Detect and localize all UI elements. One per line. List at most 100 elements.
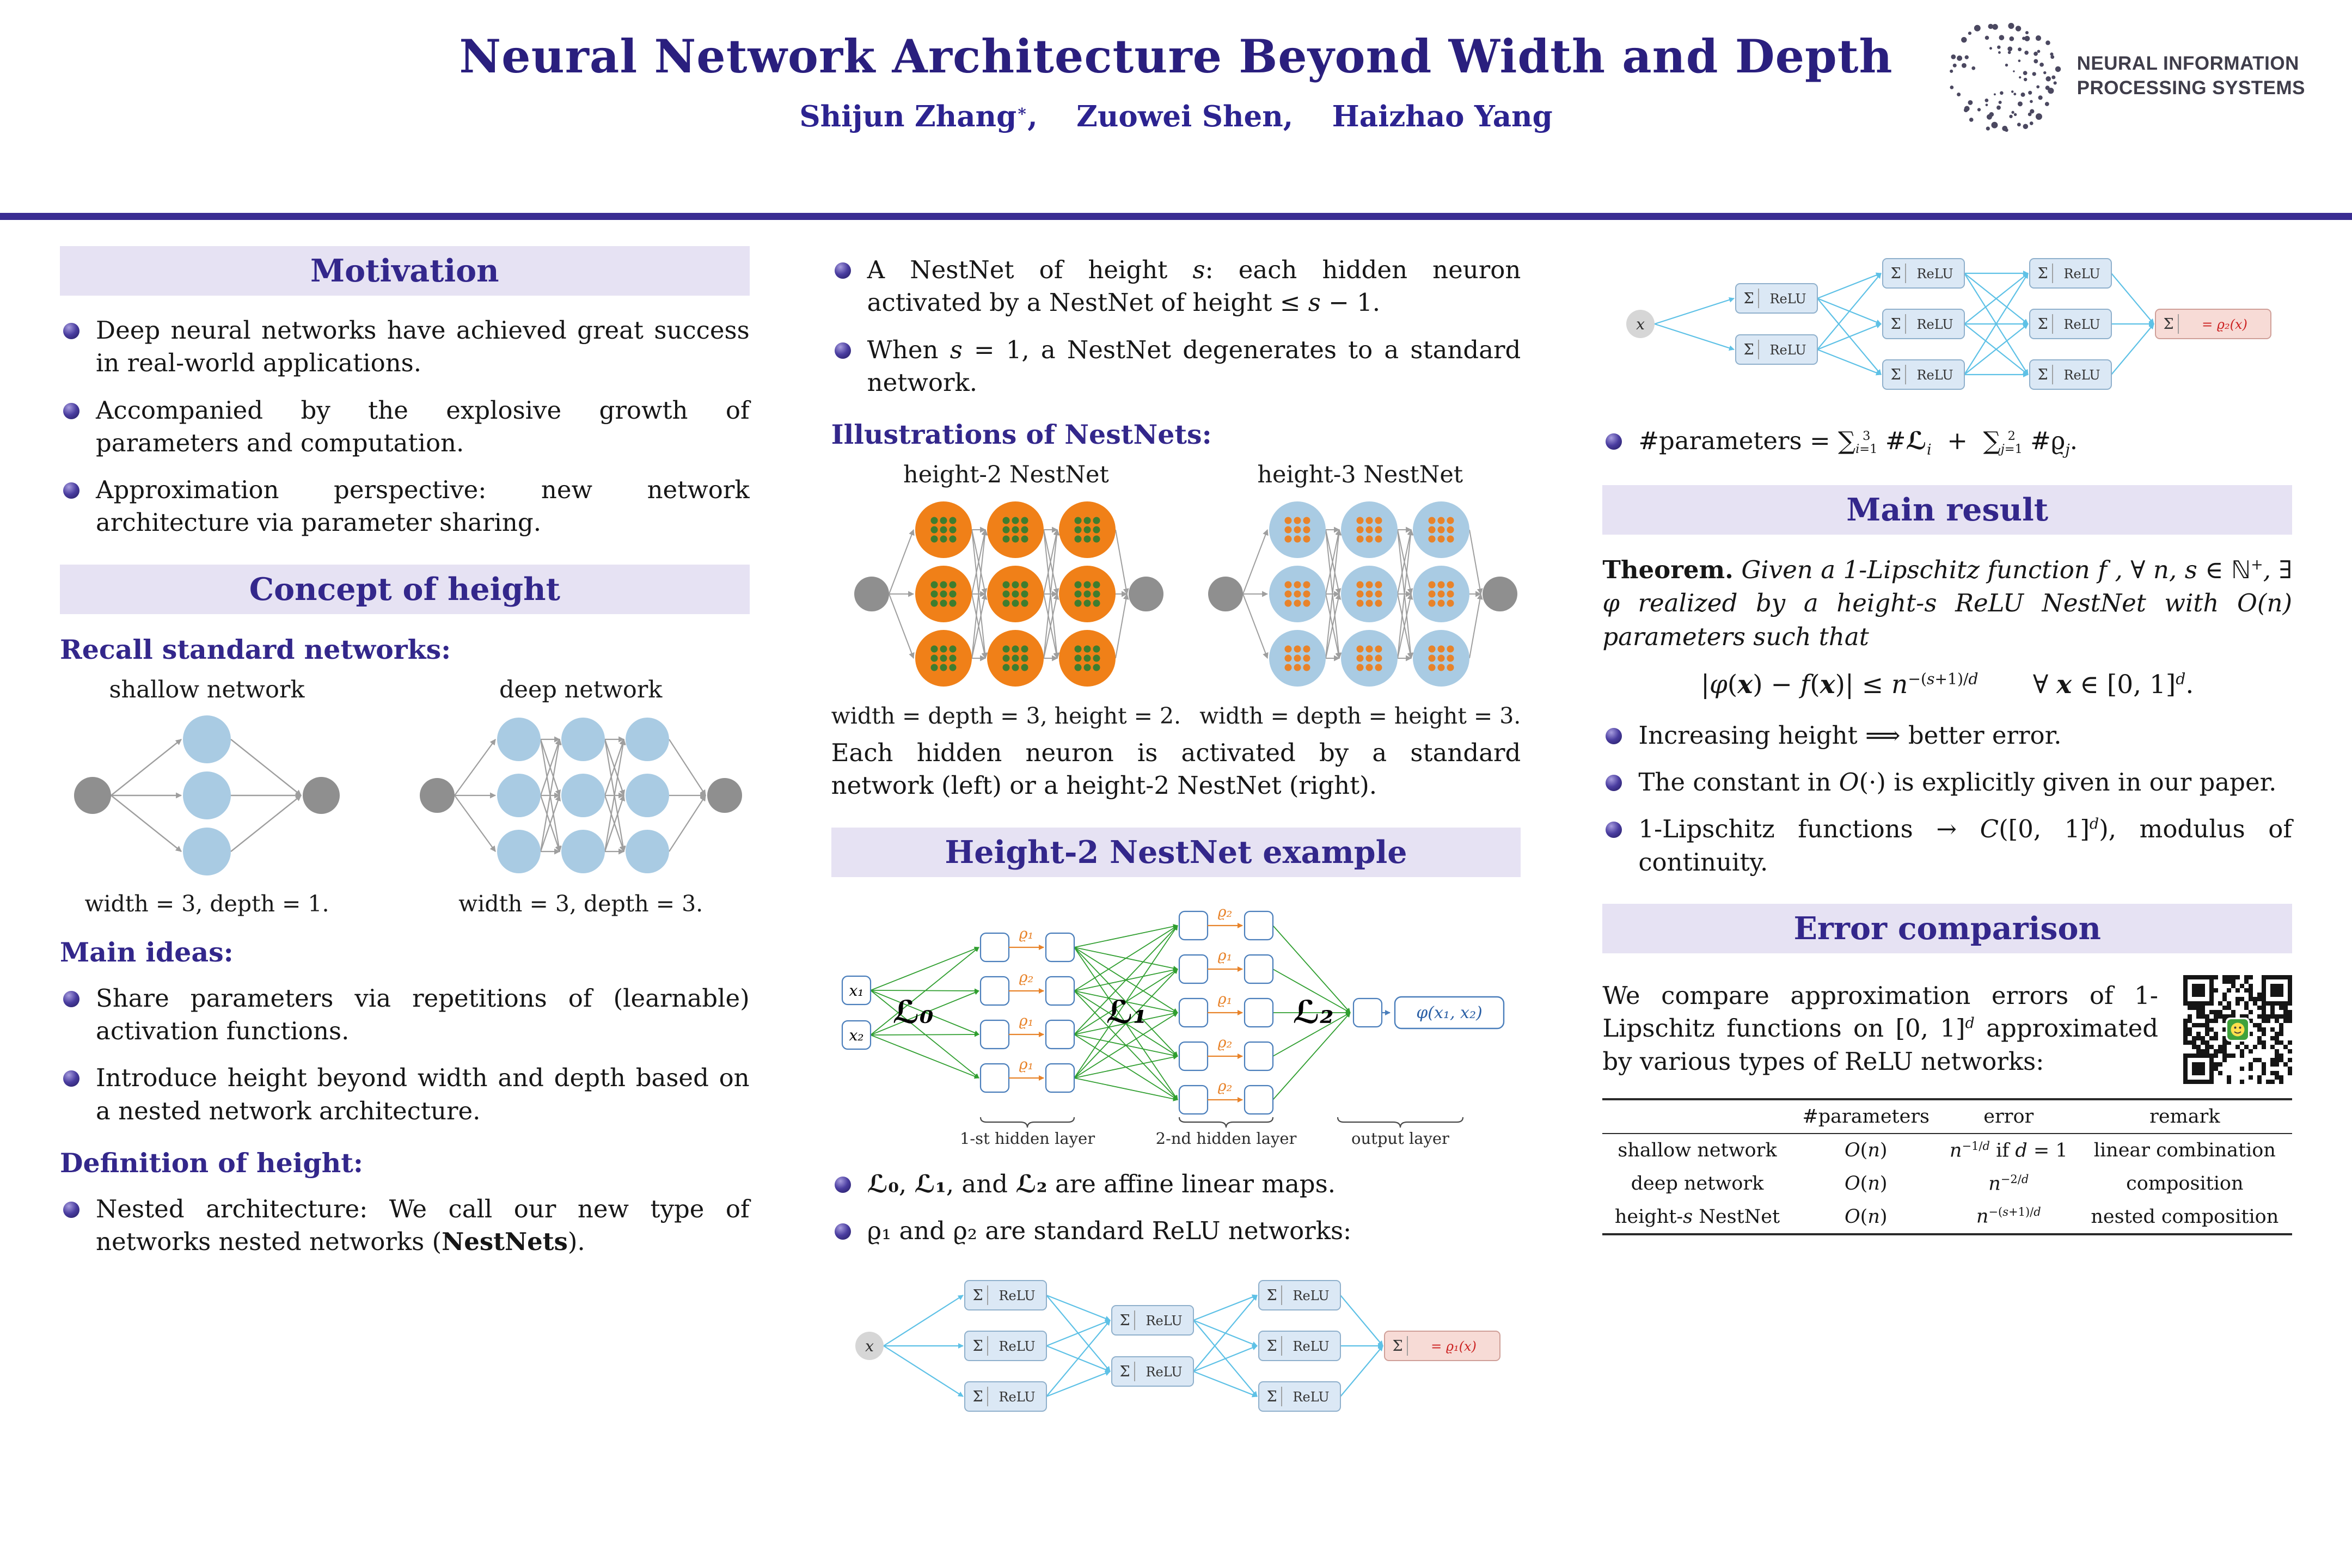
bullet-item: Approximation perspective: new network a…	[60, 474, 750, 540]
svg-text:ReLU: ReLU	[1917, 266, 1953, 281]
bullet-text: Approximation perspective: new network a…	[96, 475, 750, 537]
svg-text:ReLU: ReLU	[1146, 1313, 1182, 1328]
svg-text:ReLU: ReLU	[2064, 367, 2100, 383]
bullet-item: The constant in O(·) is explicitly given…	[1602, 766, 2292, 799]
section-header-error-comparison: Error comparison	[1602, 903, 2293, 953]
shallow-network-label: shallow network	[109, 676, 305, 703]
svg-text:Σ: Σ	[1266, 1388, 1277, 1405]
svg-text:Σ: Σ	[1266, 1287, 1277, 1304]
bullet-icon	[834, 342, 851, 359]
bullet-icon	[834, 1176, 851, 1193]
bullet-text: When s = 1, a NestNet degenerates to a s…	[867, 335, 1521, 397]
bullet-icon	[63, 323, 79, 339]
svg-text:Σ: Σ	[1392, 1338, 1402, 1355]
section-header-motivation: Motivation	[60, 246, 750, 296]
bullet-item: Accompanied by the explosive growth of p…	[60, 394, 750, 460]
brace-label-second-hidden-layer: 2-nd hidden layer	[1155, 1129, 1296, 1148]
shallow-network-figure: shallow network width = 3, depth = 1.	[60, 676, 354, 917]
height3-nestnet-label: height-3 NestNet	[1257, 461, 1463, 489]
svg-text:ReLU: ReLU	[999, 1389, 1035, 1405]
height2-nestnet-label: height-2 NestNet	[903, 461, 1109, 489]
definition-of-height-heading: Definition of height:	[60, 1147, 363, 1179]
height3-nestnet-figure: height-3 NestNet width = depth = height …	[1199, 461, 1521, 729]
svg-text:ϱ₁: ϱ₁	[1019, 1056, 1033, 1073]
table-header-cell: #parameters	[1802, 1105, 1930, 1128]
bullet-text: Share parameters via repetitions of (lea…	[96, 983, 750, 1046]
bullet-icon	[63, 482, 79, 499]
svg-text:ReLU: ReLU	[1293, 1339, 1329, 1354]
svg-text:= ϱ₁(x): = ϱ₁(x)	[1431, 1339, 1477, 1354]
svg-text:ReLU: ReLU	[2064, 266, 2100, 281]
height3-nestnet-caption: width = depth = height = 3.	[1199, 703, 1521, 730]
poster-authors: Shijun Zhang∗, Zuowei Shen, Haizhao Yang	[799, 100, 1553, 133]
nestnet-explanation: Each hidden neuron is activated by a sta…	[831, 738, 1521, 800]
table-row: height-s NestNet O(n) n−(s+1)/d nested c…	[1602, 1200, 2292, 1234]
svg-text:Σ: Σ	[1891, 366, 1901, 383]
svg-text:Σ: Σ	[972, 1388, 983, 1405]
svg-text:x: x	[865, 1337, 874, 1355]
bullet-item: Nested architecture: We call our new typ…	[60, 1193, 750, 1259]
svg-text:ϱ₁: ϱ₁	[1217, 947, 1232, 964]
table-cell: O(n)	[1844, 1140, 1888, 1162]
svg-text:φ(x₁, x₂): φ(x₁, x₂)	[1416, 1003, 1482, 1022]
motivation-list: Deep neural networks have achieved great…	[60, 314, 750, 540]
table-cell: nested composition	[2091, 1205, 2279, 1228]
svg-text:ℒ₁: ℒ₁	[1106, 994, 1147, 1031]
deep-network-caption: width = 3, depth = 3.	[458, 890, 703, 917]
height3-nestnet-diagram	[1208, 501, 1518, 687]
bullet-icon	[63, 1201, 79, 1218]
shallow-network-caption: width = 3, depth = 1.	[84, 890, 329, 917]
svg-text:ϱ₂: ϱ₂	[1019, 969, 1033, 986]
theorem-equation: |φ(x) − f(x)| ≤ n−(s+1)/d ∀ x ∈ [0, 1]d.	[1701, 669, 2194, 700]
svg-text:ReLU: ReLU	[999, 1288, 1035, 1303]
bullet-text: The constant in O(·) is explicitly given…	[1638, 768, 2277, 797]
brace-label-first-hidden-layer: 1-st hidden layer	[960, 1129, 1095, 1148]
bullet-icon	[834, 262, 851, 279]
bullet-text: ϱ₁ and ϱ₂ are standard ReLU networks:	[867, 1216, 1352, 1246]
bullet-item: When s = 1, a NestNet degenerates to a s…	[831, 334, 1521, 400]
svg-text:ReLU: ReLU	[1293, 1288, 1329, 1303]
bullet-item: A NestNet of height s: each hidden neuro…	[831, 254, 1521, 320]
recall-standard-networks-heading: Recall standard networks:	[60, 633, 451, 665]
svg-text:ϱ₂: ϱ₂	[1217, 1078, 1232, 1095]
poster-columns: Motivation Deep neural networks have ach…	[0, 220, 2352, 1432]
table-row: shallow network O(n) n−1/d if d = 1 line…	[1602, 1134, 2292, 1167]
section-header-concept-of-height: Concept of height	[60, 564, 750, 614]
neurips-logo-line2: PROCESSING SYSTEMS	[2077, 77, 2305, 99]
bullet-text: ℒ₀, ℒ₁, and ℒ₂ are affine linear maps.	[867, 1169, 1336, 1198]
svg-text:ϱ₂: ϱ₂	[1217, 1034, 1232, 1051]
svg-text:ReLU: ReLU	[1146, 1364, 1182, 1380]
example-notes-list: ℒ₀, ℒ₁, and ℒ₂ are affine linear maps. ϱ…	[831, 1168, 1521, 1248]
shallow-network-diagram	[74, 715, 340, 875]
svg-text:Σ: Σ	[2038, 366, 2048, 383]
table-cell: n−1/d if d = 1	[1949, 1139, 2068, 1162]
bullet-text: Increasing height ⟹ better error.	[1638, 720, 2062, 750]
bullet-item: Share parameters via repetitions of (lea…	[60, 982, 750, 1048]
brace-label-output-layer: output layer	[1351, 1129, 1449, 1148]
svg-text:ReLU: ReLU	[1293, 1389, 1329, 1405]
svg-text:ϱ₁: ϱ₁	[1019, 926, 1033, 942]
svg-text:Σ: Σ	[1266, 1338, 1277, 1355]
svg-text:Σ: Σ	[2164, 316, 2174, 333]
error-comparison-intro-row: We compare approximation errors of 1-Lip…	[1602, 972, 2293, 1086]
main-ideas-heading: Main ideas:	[60, 936, 234, 968]
error-comparison-table: #parameters error remark shallow network…	[1602, 1098, 2293, 1235]
bullet-item: 1-Lipschitz functions → C([0, 1]d), modu…	[1602, 813, 2292, 879]
theorem-statement: Theorem. Given a 1-Lipschitz function f …	[1602, 555, 2293, 651]
bullet-icon	[63, 1070, 79, 1087]
illustrations-heading: Illustrations of NestNets:	[831, 419, 1212, 451]
bullet-text: Introduce height beyond width and depth …	[96, 1063, 750, 1125]
bullet-item: ϱ₁ and ϱ₂ are standard ReLU networks:	[831, 1215, 1521, 1247]
table-cell: composition	[2126, 1172, 2244, 1195]
table-row: deep network O(n) n−2/d composition	[1602, 1167, 2292, 1200]
standard-networks-figures: shallow network width = 3, depth = 1. de…	[60, 676, 750, 917]
bullet-item: ℒ₀, ℒ₁, and ℒ₂ are affine linear maps.	[831, 1168, 1521, 1200]
svg-text:ReLU: ReLU	[1770, 342, 1806, 358]
main-ideas-list: Share parameters via repetitions of (lea…	[60, 982, 750, 1128]
svg-text:Σ: Σ	[2038, 316, 2048, 333]
svg-text:Σ: Σ	[1891, 316, 1901, 333]
bullet-text: Nested architecture: We call our new typ…	[96, 1194, 750, 1257]
